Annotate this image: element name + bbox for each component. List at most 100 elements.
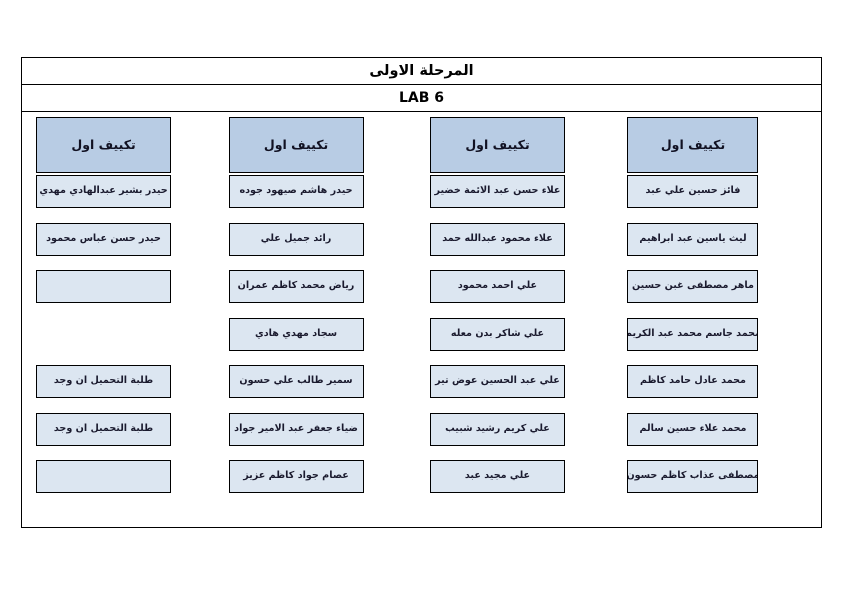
lab-label: LAB 6	[398, 90, 445, 106]
document-title-row: المرحلة الاولى	[22, 58, 821, 85]
name-label: ليث ياسين عبد ابراهيم	[639, 232, 747, 244]
columns-grid: تكييف اول فائز حسين علي عبد ليث ياسين عب…	[22, 112, 821, 526]
name-slot	[22, 270, 221, 318]
name-label: حيدر هاشم صيهود جوده	[239, 185, 353, 197]
name-slot: ليث ياسين عبد ابراهيم	[625, 222, 821, 271]
name-label: طلبة التحميل ان وجد	[53, 375, 154, 387]
name-slot: علي كريم رشيد شبيب	[424, 412, 626, 461]
name-label: سمير طالب علي حسون	[239, 375, 353, 387]
group-header-cell: تكييف اول	[627, 117, 759, 173]
name-slot: محمد جاسم محمد عبد الكريم	[625, 317, 821, 366]
name-label: عصام جواد كاظم عزيز	[243, 470, 349, 482]
name-cell: طلبة التحميل ان وجد	[36, 365, 171, 398]
name-slot: حيدر حسن عباس محمود	[22, 222, 221, 271]
name-slot: رائد جميل علي	[221, 222, 424, 271]
group-header-slot: تكييف اول	[424, 117, 626, 175]
name-cell: محمد عادل حامد كاظم	[627, 365, 759, 398]
name-slot: سجاد مهدي هادي	[221, 317, 424, 366]
name-cell: رائد جميل علي	[228, 222, 364, 256]
name-cell: سمير طالب علي حسون	[228, 365, 364, 398]
name-label: علاء حسن عبد الائمة خضير	[434, 185, 561, 197]
group-header-cell: تكييف اول	[228, 117, 364, 173]
name-label: رياض محمد كاظم عمران	[237, 280, 355, 292]
name-slot: ضياء جعفر عبد الامير جواد	[221, 412, 424, 461]
group-header-slot: تكييف اول	[22, 117, 221, 175]
schedule-table: المرحلة الاولى LAB 6 تكييف اول فائز حسين…	[21, 57, 822, 528]
name-cell: رياض محمد كاظم عمران	[228, 270, 364, 303]
name-cell: فائز حسين علي عبد	[627, 175, 759, 208]
name-label: محمد جاسم محمد عبد الكريم	[627, 327, 759, 339]
name-cell: علاء حسن عبد الائمة خضير	[429, 175, 565, 208]
name-slot: فائز حسين علي عبد	[625, 175, 821, 223]
name-cell: مصطفى عذاب كاظم حسون	[627, 460, 759, 493]
name-slot: علاء حسن عبد الائمة خضير	[424, 175, 626, 223]
name-cell: عصام جواد كاظم عزيز	[228, 460, 364, 493]
name-slot: علاء محمود عبدالله حمد	[424, 222, 626, 271]
name-cell: حيدر هاشم صيهود جوده	[228, 175, 364, 208]
name-label: فائز حسين علي عبد	[645, 185, 741, 197]
name-label: علاء محمود عبدالله حمد	[442, 232, 553, 244]
name-cell: ليث ياسين عبد ابراهيم	[627, 222, 759, 256]
name-cell: طلبة التحميل ان وجد	[36, 412, 171, 446]
name-label: سجاد مهدي هادي	[254, 327, 338, 339]
name-label: حيدر حسن عباس محمود	[46, 232, 161, 244]
name-label: محمد علاء حسين سالم	[639, 422, 747, 434]
name-label: طلبة التحميل ان وجد	[53, 422, 154, 434]
name-label: علي كريم رشيد شبيب	[445, 422, 550, 434]
name-cell: حيدر بشير عبدالهادي مهدي	[36, 175, 171, 208]
name-slot: سمير طالب علي حسون	[221, 365, 424, 413]
name-cell: علاء محمود عبدالله حمد	[429, 222, 565, 256]
name-slot: مصطفى عذاب كاظم حسون	[625, 460, 821, 508]
name-cell: علي مجيد عبد	[429, 460, 565, 493]
name-label: علي شاكر بدن معله	[450, 327, 545, 339]
name-cell: حيدر حسن عباس محمود	[36, 222, 171, 256]
name-slot: علي مجيد عبد	[424, 460, 626, 508]
name-cell: ماهر مصطفى غبن حسين	[627, 270, 759, 303]
group-column-3: تكييف اول حيدر هاشم صيهود جوده رائد جميل…	[221, 112, 424, 526]
name-slot	[22, 460, 221, 508]
name-cell: علي كريم رشيد شبيب	[429, 412, 565, 446]
group-header-slot: تكييف اول	[221, 117, 424, 175]
name-label: حيدر بشير عبدالهادي مهدي	[39, 185, 168, 197]
name-slot: طلبة التحميل ان وجد	[22, 412, 221, 461]
name-slot: محمد علاء حسين سالم	[625, 412, 821, 461]
name-cell: محمد جاسم محمد عبد الكريم	[627, 317, 759, 351]
group-header-cell: تكييف اول	[429, 117, 565, 173]
name-label: علي مجيد عبد	[464, 470, 531, 482]
name-slot: طلبة التحميل ان وجد	[22, 365, 221, 413]
name-slot: علي احمد محمود	[424, 270, 626, 318]
name-label: ضياء جعفر عبد الامير جواد	[234, 422, 358, 434]
name-label: مصطفى عذاب كاظم حسون	[627, 470, 759, 482]
lab-label-row: LAB 6	[22, 85, 821, 112]
name-label: علي احمد محمود	[457, 280, 538, 292]
empty-cell	[36, 460, 171, 493]
group-column-4: تكييف اول حيدر بشير عبدالهادي مهدي حيدر …	[22, 112, 221, 526]
name-slot: علي شاكر بدن معله	[424, 317, 626, 366]
name-slot: حيدر هاشم صيهود جوده	[221, 175, 424, 223]
group-column-1: تكييف اول فائز حسين علي عبد ليث ياسين عب…	[625, 112, 821, 526]
name-slot: محمد عادل حامد كاظم	[625, 365, 821, 413]
name-cell: علي عبد الحسين عوض تير	[429, 365, 565, 398]
name-slot: علي عبد الحسين عوض تير	[424, 365, 626, 413]
name-cell: محمد علاء حسين سالم	[627, 412, 759, 446]
name-cell: ضياء جعفر عبد الامير جواد	[228, 412, 364, 446]
name-slot: عصام جواد كاظم عزيز	[221, 460, 424, 508]
name-label: محمد عادل حامد كاظم	[639, 375, 746, 387]
name-label: ماهر مصطفى غبن حسين	[632, 280, 754, 292]
name-slot: رياض محمد كاظم عمران	[221, 270, 424, 318]
blank-slot	[22, 318, 221, 366]
group-header-label: تكييف اول	[465, 137, 530, 153]
name-slot: ماهر مصطفى غبن حسين	[625, 270, 821, 318]
empty-cell	[36, 270, 171, 303]
name-label: علي عبد الحسين عوض تير	[435, 375, 560, 387]
group-header-label: تكييف اول	[660, 137, 726, 153]
group-header-cell: تكييف اول	[36, 117, 171, 173]
group-column-2: تكييف اول علاء حسن عبد الائمة خضير علاء …	[424, 112, 626, 526]
name-label: رائد جميل علي	[260, 232, 332, 244]
page-title: المرحلة الاولى	[369, 62, 474, 79]
group-header-slot: تكييف اول	[625, 117, 821, 175]
name-slot: حيدر بشير عبدالهادي مهدي	[22, 175, 221, 223]
name-cell: سجاد مهدي هادي	[228, 317, 364, 351]
name-cell: علي شاكر بدن معله	[429, 317, 565, 351]
